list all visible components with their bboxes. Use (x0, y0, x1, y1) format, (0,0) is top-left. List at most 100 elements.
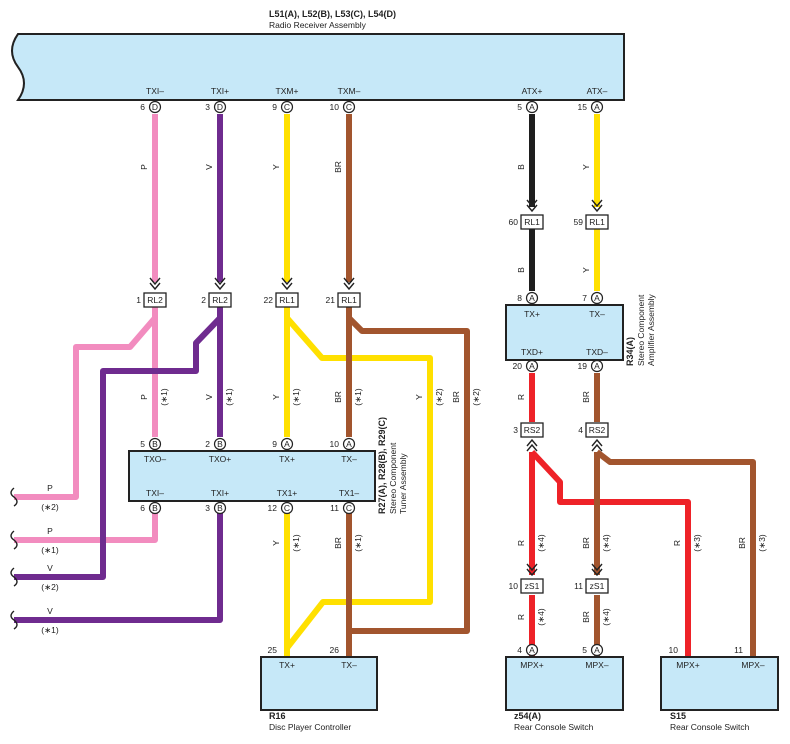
wire-label-br: BR (581, 391, 591, 403)
junction-code: RL1 (341, 295, 357, 305)
junction-box (337, 292, 361, 308)
wire-note: (∗2) (471, 388, 481, 406)
wire-label-br: BR (333, 161, 343, 173)
tuner-top-connector-circle (280, 437, 294, 451)
radio-pin-label: TXI– (146, 86, 164, 96)
radio-pin-number: 3 (205, 102, 210, 112)
wire-pink-tuner-txi (14, 513, 158, 543)
z54-name: Rear Console Switch (514, 722, 594, 732)
wire-label-r: R (672, 540, 682, 546)
amp-top-pin-number: 7 (582, 293, 587, 303)
wire-note: (∗3) (757, 534, 767, 552)
wire-label-br: BR (737, 537, 747, 549)
junction-box (585, 422, 609, 438)
z54-pin-label: MPX+ (520, 660, 543, 670)
s15-pin-number: 10 (669, 645, 679, 655)
radio-name: Radio Receiver Assembly (269, 20, 367, 30)
tuner-bottom-pin-number: 3 (205, 503, 210, 513)
chevron-down-icon (343, 277, 355, 291)
tuner-bottom-pin-label: TX1– (339, 488, 360, 498)
chevron-down-icon (526, 199, 538, 213)
wire-note: (∗1) (291, 534, 301, 552)
radio-pin-number: 6 (140, 102, 145, 112)
chevron-down-icon (526, 563, 538, 577)
junction-code: RS2 (524, 425, 541, 435)
amp-top-connector-letter: A (594, 293, 600, 303)
junction-box (520, 214, 544, 230)
s15-pin-number: 11 (734, 645, 743, 655)
s15-pin-label: MPX+ (676, 660, 699, 670)
radio-receiver-box (11, 33, 625, 101)
amp-top-pin-label: TX– (589, 309, 605, 319)
radio-connector-letter: A (529, 102, 535, 112)
tuner-bottom-connector-circle (213, 501, 227, 515)
tuner-bottom-connector-circle (148, 501, 162, 515)
wire-label-b: B (516, 164, 526, 170)
junction-code: RL1 (279, 295, 295, 305)
tuner-top-pin-label: TX– (341, 454, 357, 464)
wire-label-y: Y (581, 164, 591, 170)
disc-pin-number: 26 (330, 645, 340, 655)
wire-red-rs2-branch (529, 449, 691, 657)
junction-code: zS1 (590, 581, 605, 591)
wire-label-br: BR (581, 611, 591, 623)
junction-pin-number: 3 (513, 425, 518, 435)
disc-code: R16 (269, 711, 286, 721)
tuner-bottom-pin-label: TXI– (146, 488, 164, 498)
amp-top-pin-label: TX+ (524, 309, 540, 319)
tuner-name2: Tuner Assembly (398, 453, 408, 514)
radio-codes: L51(A), L52(B), L53(C), L54(D) (269, 9, 396, 19)
chevron-up-icon (591, 438, 603, 452)
left-wire-color-label: P (47, 526, 53, 536)
radio-pin-label: TXM– (338, 86, 361, 96)
z54-code: z54(A) (514, 711, 541, 721)
disc-name: Disc Player Controller (269, 722, 351, 732)
disc-pin-label: TX+ (279, 660, 295, 670)
z54-box (505, 656, 624, 711)
disc-pin-label: TX– (341, 660, 357, 670)
wire-label-v: V (204, 164, 214, 170)
wire-label-br: BR (333, 537, 343, 549)
left-wire-color-label: V (47, 606, 53, 616)
wire-label-y: Y (271, 394, 281, 400)
z54-pin-number: 4 (517, 645, 522, 655)
amp-bottom-connector-letter: A (529, 361, 535, 371)
radio-connector-letter: D (217, 102, 223, 112)
wire-label-br: BR (333, 391, 343, 403)
wire-label-r: R (516, 540, 526, 546)
radio-connector-letter: C (284, 102, 290, 112)
radio-connector-circle (525, 100, 539, 114)
left-wire-ends (10, 487, 18, 630)
disc-player-box (260, 656, 378, 711)
chevron-down-icon (591, 199, 603, 213)
chevron-down-icon (281, 277, 293, 291)
left-wire-note: (∗1) (41, 625, 59, 635)
z54-connector-circle (525, 643, 539, 657)
radio-pin-number: 15 (578, 102, 588, 112)
wire-label-y: Y (271, 540, 281, 546)
disc-pin-number: 25 (268, 645, 278, 655)
tuner-top-connector-circle (342, 437, 356, 451)
wire-label-y: Y (414, 394, 424, 400)
tuner-top-connector-circle (148, 437, 162, 451)
junction-code: RL2 (147, 295, 163, 305)
amp-top-connector-circle (590, 291, 604, 305)
s15-pin: MPX+ 10 (669, 645, 700, 670)
tuner-top-pin-label: TXO– (144, 454, 166, 464)
wire-note: (∗4) (601, 534, 611, 552)
tuner-top-pin-label: TXO+ (209, 454, 231, 464)
amp-bottom-pin-number: 20 (513, 361, 523, 371)
